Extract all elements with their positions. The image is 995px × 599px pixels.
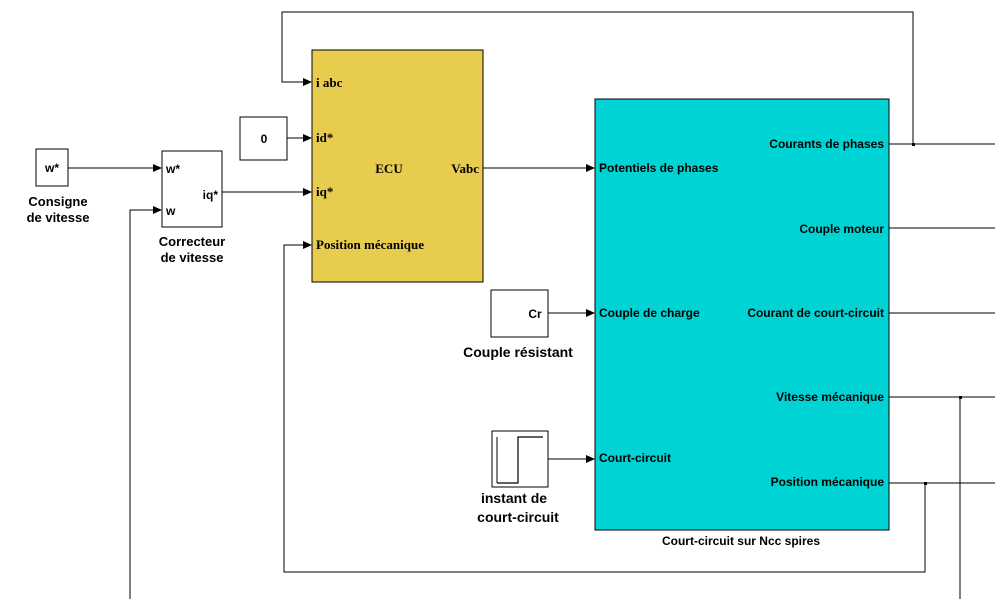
step-caption-1: instant de (481, 490, 547, 506)
load-torque-block[interactable]: Cr (490, 289, 549, 338)
arrow-icon (153, 206, 162, 214)
wire-position-feedback (283, 244, 926, 573)
zero-constant-label: 0 (261, 132, 268, 146)
arrow-icon (153, 164, 162, 172)
arrow-icon (586, 164, 595, 172)
load-torque-label: Cr (528, 307, 542, 321)
ecu-output-vabc-label: Vabc (451, 161, 479, 176)
ecu-name: ECU (375, 161, 403, 176)
controller-input-meas-label: w (165, 204, 176, 218)
motor-output-short-current-label: Courant de court-circuit (747, 306, 884, 320)
arrow-icon (303, 134, 312, 142)
arrow-icon (586, 455, 595, 463)
motor-output-speed-label: Vitesse mécanique (776, 390, 884, 404)
junction-dot (959, 396, 962, 399)
speed-reference-caption-2: de vitesse (27, 210, 90, 225)
motor-output-currents-label: Courants de phases (769, 137, 884, 151)
arrow-icon (586, 309, 595, 317)
controller-output-label: iq* (203, 188, 219, 202)
step-caption-2: court-circuit (477, 509, 559, 525)
motor-output-position-label: Position mécanique (771, 475, 885, 489)
motor-block[interactable]: Courants de phases Potentiels de phases … (594, 98, 890, 531)
wire-current-feedback (281, 11, 914, 144)
zero-constant-block[interactable]: 0 (239, 116, 288, 161)
ecu-input-iq-label: iq* (316, 184, 333, 199)
speed-reference-caption-1: Consigne (28, 194, 87, 209)
speed-controller-caption-2: de vitesse (161, 250, 224, 265)
ecu-input-position-label: Position mécanique (316, 237, 424, 252)
motor-input-potentials-label: Potentiels de phases (599, 161, 719, 175)
arrow-icon (303, 78, 312, 86)
arrow-icon (303, 241, 312, 249)
ecu-input-id-label: id* (316, 130, 333, 145)
step-block[interactable] (491, 430, 549, 488)
junction-dot (924, 482, 927, 485)
speed-controller-block[interactable]: w* w iq* (161, 150, 223, 228)
wire-speed-feedback (129, 209, 156, 599)
step-icon (497, 436, 543, 484)
motor-output-torque-label: Couple moteur (799, 222, 884, 236)
arrow-icon (303, 188, 312, 196)
load-torque-caption: Couple résistant (463, 344, 573, 360)
ecu-block[interactable]: i abc id* ECU Vabc iq* Position mécaniqu… (311, 49, 484, 283)
ecu-input-iabc-label: i abc (316, 75, 343, 90)
speed-reference-block[interactable]: w* (35, 148, 69, 187)
junction-dot (912, 143, 915, 146)
motor-input-short-label: Court-circuit (599, 451, 671, 465)
motor-caption: Court-circuit sur Ncc spires (662, 534, 820, 548)
speed-controller-caption-1: Correcteur (159, 234, 225, 249)
speed-reference-label: w* (44, 161, 59, 175)
ecu-body (311, 49, 484, 283)
controller-input-ref-label: w* (165, 162, 180, 176)
motor-body (594, 98, 890, 531)
motor-input-load-label: Couple de charge (599, 306, 700, 320)
